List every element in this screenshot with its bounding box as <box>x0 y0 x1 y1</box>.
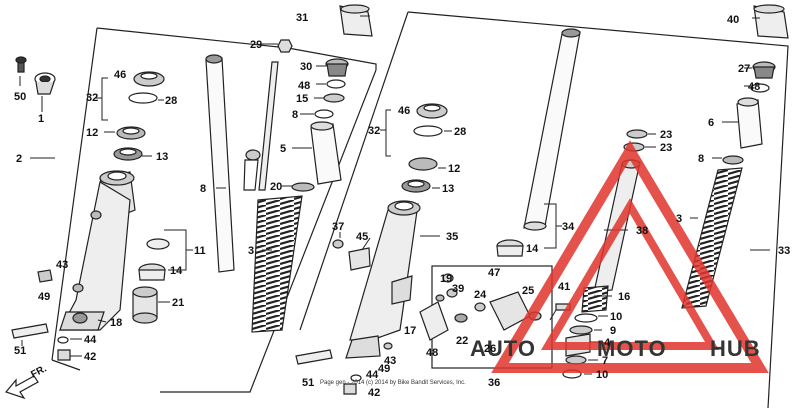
watermark-word-3: HUB <box>710 336 761 361</box>
front-direction-arrow: FR. <box>4 363 49 400</box>
left-part-callout: 20 <box>270 181 282 193</box>
right-part-callout: 48 <box>748 81 760 93</box>
right-part-callout: 25 <box>522 285 534 297</box>
right-part-callout: 10 <box>596 369 608 381</box>
right-part-callout: 51 <box>302 377 314 389</box>
left-part-callout: 18 <box>110 317 122 329</box>
left-part-callout: 42 <box>84 351 96 363</box>
right-part-callout: 12 <box>448 163 460 175</box>
right-part-callout: 37 <box>332 221 344 233</box>
left-part-callout: 48 <box>298 80 310 92</box>
right-part-callout: 6 <box>708 117 714 129</box>
left-part-callout: 12 <box>86 127 98 139</box>
left-part-callout: 1 <box>38 113 44 125</box>
right-part-callout: 23 <box>660 142 672 154</box>
right-part-callout: 35 <box>446 231 458 243</box>
left-part-callout: 5 <box>280 143 286 155</box>
right-part-callout: 49 <box>378 363 390 375</box>
right-part-callout: 13 <box>442 183 454 195</box>
right-fork-parts <box>295 4 789 395</box>
watermark-triangle-outer <box>491 140 769 373</box>
right-part-callout: 22 <box>456 335 468 347</box>
right-part-callout: 46 <box>398 105 410 117</box>
right-part-callout: 47 <box>488 267 500 279</box>
left-part-callout: 50 <box>14 91 26 103</box>
right-part-callout: 45 <box>356 231 368 243</box>
left-part-callout: 46 <box>114 69 126 81</box>
left-part-callout: 8 <box>292 109 298 121</box>
left-part-callout: 51 <box>14 345 26 357</box>
right-part-callout: 42 <box>368 387 380 399</box>
watermark-word-1: AUTO <box>470 336 536 361</box>
right-part-callout: 31 <box>296 12 308 24</box>
left-part-callout: 8 <box>200 183 206 195</box>
watermark: AUTO MOTO HUB <box>470 140 769 373</box>
left-part-callout: 2 <box>16 153 22 165</box>
right-part-callout: 43 <box>384 355 396 367</box>
right-part-callout: 8 <box>698 153 704 165</box>
right-part-callout: 16 <box>618 291 630 303</box>
right-part-callout: 24 <box>474 289 487 301</box>
left-part-callout: 11 <box>194 245 206 257</box>
right-part-callout: 33 <box>778 245 790 257</box>
watermark-word-2: MOTO <box>597 336 667 361</box>
right-part-callout: 44 <box>366 369 379 381</box>
left-part-callout: 3 <box>248 245 254 257</box>
left-part-callout: 29 <box>250 39 262 51</box>
front-direction-label: FR. <box>29 363 49 380</box>
right-part-callout: 17 <box>404 325 416 337</box>
right-part-callout: 3 <box>676 213 682 225</box>
right-part-callout: 40 <box>727 14 739 26</box>
left-part-callout: 13 <box>156 151 168 163</box>
watermark-triangle-inner <box>541 198 719 350</box>
right-part-callout: 39 <box>452 283 464 295</box>
right-part-callout: 27 <box>738 63 750 75</box>
copyright-text: Page gen - 2014 (c) 2014 by Bike Bandit … <box>320 380 466 386</box>
left-part-callout: 15 <box>296 93 308 105</box>
left-part-callout: 14 <box>170 265 183 277</box>
left-part-callout: 43 <box>56 259 68 271</box>
right-part-callout: 34 <box>562 221 575 233</box>
left-part-callout: 32 <box>86 92 98 104</box>
right-part-callout: 19 <box>440 273 452 285</box>
right-part-callout: 41 <box>558 281 570 293</box>
left-part-callout: 30 <box>300 61 312 73</box>
right-part-callout: 36 <box>488 377 500 389</box>
right-part-callout: 38 <box>636 225 648 237</box>
right-part-callout: 7 <box>602 355 608 367</box>
left-part-callout: 49 <box>38 291 50 303</box>
right-part-callout: 14 <box>526 243 539 255</box>
right-part-callout: 32 <box>368 125 380 137</box>
right-part-callout: 4 <box>604 337 611 349</box>
right-part-callout: 10 <box>610 311 622 323</box>
right-part-callout: 23 <box>660 129 672 141</box>
left-fork-parts <box>11 39 349 361</box>
right-part-callout: 48 <box>426 347 438 359</box>
left-part-callout: 28 <box>165 95 177 107</box>
right-part-callout: 9 <box>610 325 616 337</box>
left-part-callout: 44 <box>84 334 97 346</box>
right-part-callout: 26 <box>484 343 496 355</box>
left-part-callout: 21 <box>172 297 184 309</box>
right-part-callout: 28 <box>454 126 466 138</box>
